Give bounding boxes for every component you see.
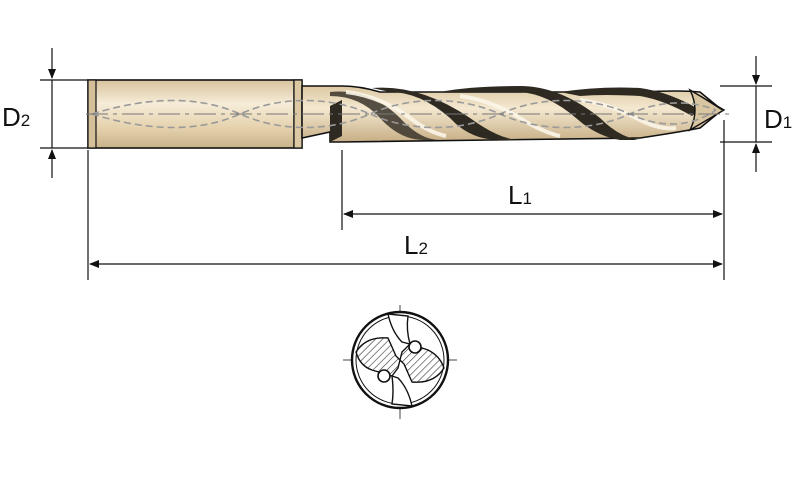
dimension-d2 (40, 48, 88, 178)
label-l1: L1 (508, 180, 532, 210)
dimension-d1 (720, 56, 772, 172)
label-l2: L2 (404, 230, 428, 260)
label-d2: D2 (2, 102, 30, 132)
drill (86, 79, 734, 149)
dimension-l1: L1 (343, 180, 723, 218)
label-d1: D1 (764, 104, 792, 134)
extension-lines (87, 120, 725, 280)
drill-cross-section-icon (343, 305, 460, 420)
dimension-l2: L2 (89, 230, 723, 268)
